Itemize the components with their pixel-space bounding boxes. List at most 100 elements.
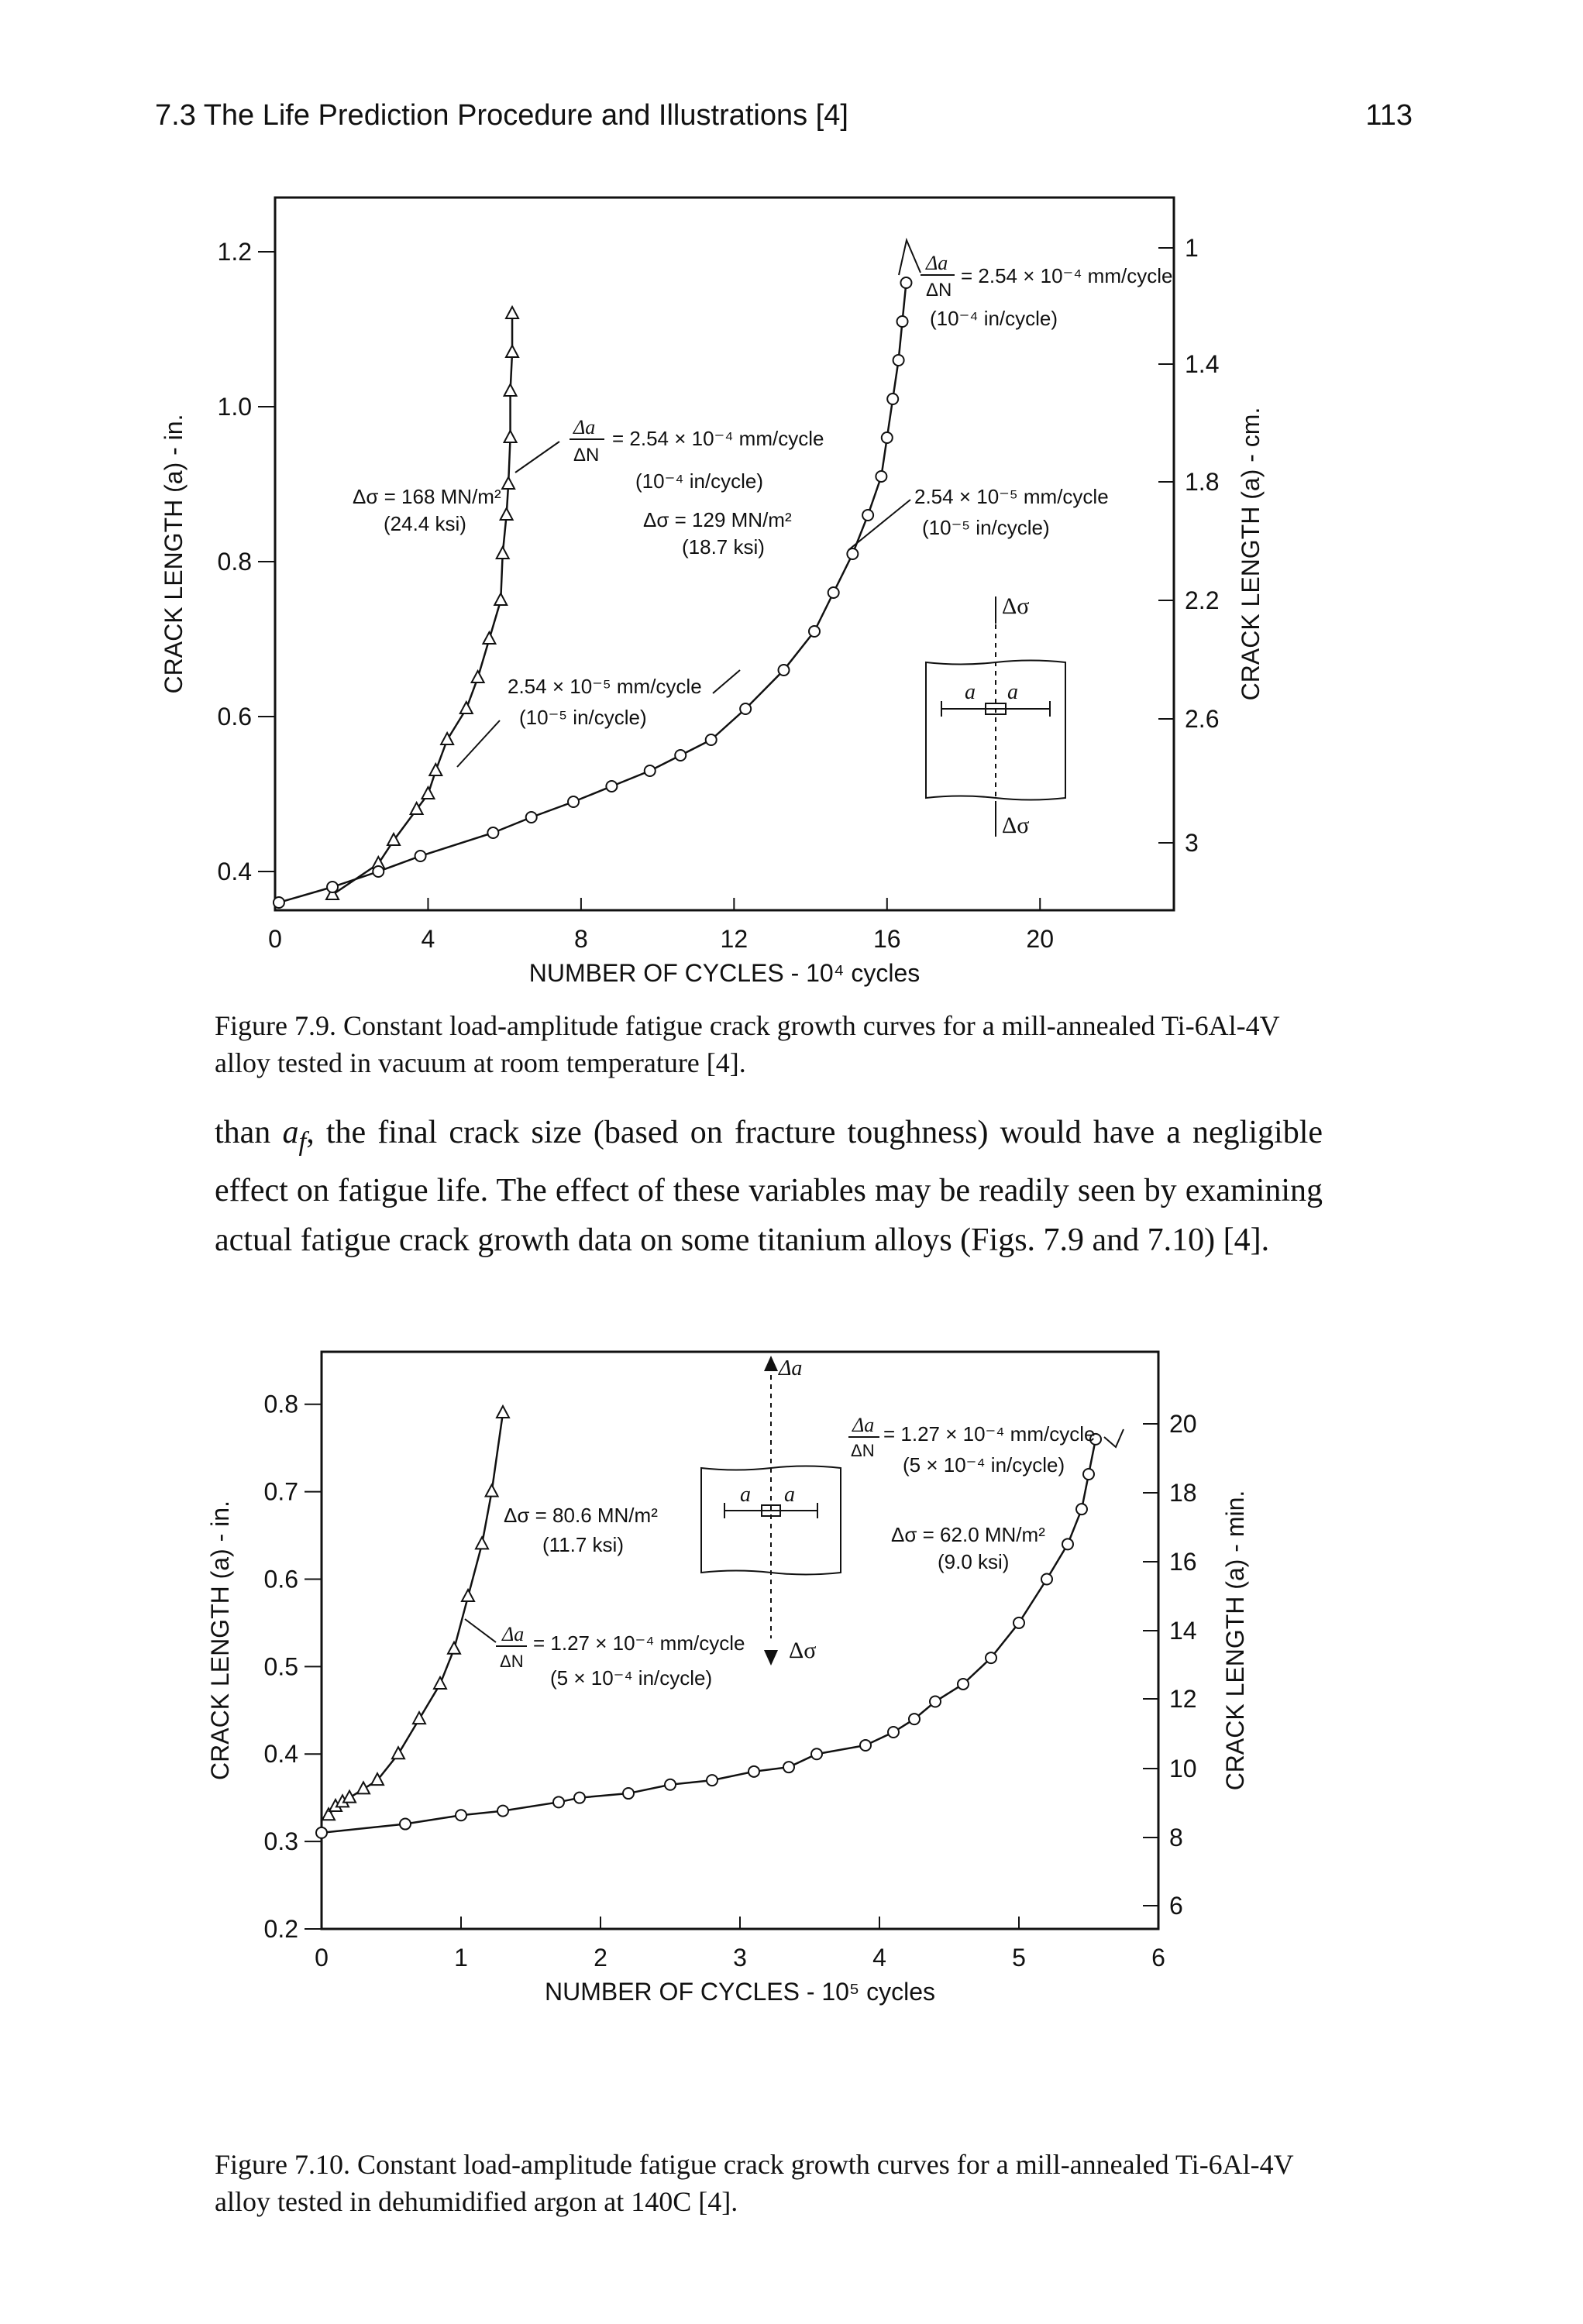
specimen-delta-a: Δa [778, 1356, 802, 1380]
x-tick-label: 16 [873, 925, 901, 953]
svg-text:ΔN: ΔN [851, 1441, 875, 1460]
y-right-tick-label: 18 [1169, 1479, 1197, 1507]
data-point-triangle [439, 731, 455, 745]
data-point-triangle [484, 1483, 500, 1497]
data-point-triangle [481, 630, 497, 645]
svg-text:(10⁻⁴ in/cycle): (10⁻⁴ in/cycle) [635, 469, 763, 493]
plot-frame [274, 196, 1175, 912]
data-point-triangle [356, 1780, 371, 1795]
data-point-circle [783, 1761, 795, 1774]
data-point-circle [487, 827, 500, 839]
svg-text:(24.4 ksi): (24.4 ksi) [384, 512, 466, 535]
data-point-circle [315, 1826, 328, 1839]
specimen-diagram [700, 1375, 841, 1638]
x-axis-label: NUMBER OF CYCLES - 10⁴ cycles [529, 959, 921, 987]
data-point-triangle [493, 591, 508, 606]
data-point-triangle [342, 1789, 357, 1803]
svg-text:Δa: Δa [925, 252, 948, 274]
svg-text:= 1.27 × 10⁻⁴ mm/cycle: = 1.27 × 10⁻⁴ mm/cycle [883, 1422, 1095, 1446]
data-point-triangle [321, 1807, 336, 1821]
y-tick-label: 0.5 [264, 1652, 298, 1680]
x-tick-label: 12 [721, 925, 748, 953]
series-line [328, 1412, 504, 1817]
svg-text:Δσ = 129 MN/m²: Δσ = 129 MN/m² [643, 508, 792, 531]
y-right-tick-label: 6 [1169, 1892, 1183, 1920]
y-axis-label: CRACK LENGTH (a) - in. [160, 414, 188, 694]
data-point-circle [985, 1652, 997, 1665]
svg-text:Δa: Δa [501, 1623, 524, 1645]
annotation-stress-168: Δσ = 168 MN/m² (24.4 ksi) [353, 485, 501, 535]
data-point-circle [706, 1774, 718, 1787]
y-tick-label: 0.6 [218, 703, 252, 731]
x-tick-label: 6 [1151, 1944, 1165, 1972]
specimen-a-right: a [784, 1483, 795, 1507]
x-tick-label: 5 [1012, 1944, 1026, 1972]
data-point-triangle [502, 382, 518, 397]
data-point-circle [399, 1817, 411, 1831]
annotation-rate-right: Δa ΔN = 1.27 × 10⁻⁴ mm/cycle (5 × 10⁻⁴ i… [848, 1414, 1124, 1477]
data-point-triangle [495, 1404, 511, 1419]
data-point-triangle [501, 475, 516, 490]
data-point-triangle [495, 545, 511, 559]
svg-text:2.54 × 10⁻⁵ mm/cycle: 2.54 × 10⁻⁵ mm/cycle [508, 675, 702, 698]
data-point-circle [748, 1765, 760, 1778]
y-right-tick-label: 3 [1185, 829, 1199, 857]
svg-text:(5 × 10⁻⁴ in/cycle): (5 × 10⁻⁴ in/cycle) [550, 1666, 712, 1690]
data-point-circle [1013, 1616, 1025, 1629]
y-tick-label: 0.6 [264, 1565, 298, 1593]
data-point-circle [573, 1791, 586, 1804]
annotation-stress-129: Δσ = 129 MN/m² (18.7 ksi) [643, 508, 792, 559]
specimen-a-right: a [1007, 680, 1018, 704]
x-tick-label: 1 [454, 1944, 468, 1972]
svg-text:ΔN: ΔN [926, 280, 952, 301]
y-tick-label: 0.7 [264, 1478, 298, 1506]
svg-text:(10⁻⁵ in/cycle): (10⁻⁵ in/cycle) [519, 706, 647, 729]
y-tick-label: 0.4 [218, 858, 252, 885]
svg-text:Δa: Δa [852, 1414, 874, 1436]
y-tick-label: 0.8 [264, 1391, 298, 1418]
svg-text:= 2.54 × 10⁻⁴ mm/cycle: = 2.54 × 10⁻⁴ mm/cycle [612, 427, 824, 450]
y-right-tick-label: 2.6 [1185, 705, 1219, 733]
y-right-tick-label: 20 [1169, 1410, 1197, 1438]
svg-text:Δa: Δa [573, 416, 595, 438]
svg-text:Δσ = 62.0 MN/m²: Δσ = 62.0 MN/m² [891, 1523, 1045, 1546]
x-tick-label: 4 [422, 925, 435, 953]
data-point-triangle [502, 428, 518, 443]
annotation-rate-low-right: 2.54 × 10⁻⁵ mm/cycle (10⁻⁵ in/cycle) [848, 485, 1109, 551]
y-right-tick-label: 1.8 [1185, 468, 1219, 496]
body-paragraph: than af, the final crack size (based on … [215, 1115, 1323, 1259]
svg-text:(11.7 ksi): (11.7 ksi) [542, 1533, 624, 1556]
annotation-stress-80-6: Δσ = 80.6 MN/m² (11.7 ksi) [504, 1504, 658, 1556]
series-line [332, 314, 514, 896]
y-axis-label: CRACK LENGTH (a) - in. [206, 1501, 234, 1780]
data-point-circle [777, 664, 790, 676]
svg-text:(18.7 ksi): (18.7 ksi) [682, 535, 765, 559]
x-tick-label: 20 [1026, 925, 1054, 953]
data-point-circle [674, 749, 687, 761]
data-point-circle [808, 625, 821, 638]
y-tick-label: 0.2 [264, 1915, 298, 1943]
specimen-a-left: a [965, 680, 976, 704]
y-right-tick-label: 10 [1169, 1755, 1197, 1783]
specimen-a-left: a [740, 1483, 751, 1507]
data-point-circle [900, 277, 913, 289]
y-tick-label: 0.4 [264, 1740, 298, 1768]
data-point-circle [1089, 1432, 1102, 1446]
data-point-circle [880, 431, 893, 444]
data-point-triangle [411, 1710, 427, 1725]
data-point-circle [455, 1809, 467, 1822]
data-point-circle [887, 1726, 900, 1739]
data-point-triangle [446, 1640, 462, 1655]
svg-text:(10⁻⁴ in/cycle): (10⁻⁴ in/cycle) [930, 307, 1058, 330]
y-right-tick-label: 12 [1169, 1685, 1197, 1713]
svg-text:Δσ = 168 MN/m²: Δσ = 168 MN/m² [353, 485, 501, 508]
y-tick-label: 0.3 [264, 1827, 298, 1855]
data-point-triangle [432, 1675, 448, 1690]
y-tick-label: 0.8 [218, 548, 252, 576]
svg-text:= 2.54 × 10⁻⁴ mm/cycle: = 2.54 × 10⁻⁴ mm/cycle [961, 264, 1172, 287]
annotation-rate-low-left: 2.54 × 10⁻⁵ mm/cycle (10⁻⁵ in/cycle) [456, 669, 741, 768]
series-line [321, 1439, 1097, 1834]
figure-7-9-caption: Figure 7.9. Constant load-amplitude fati… [215, 1010, 1280, 1078]
